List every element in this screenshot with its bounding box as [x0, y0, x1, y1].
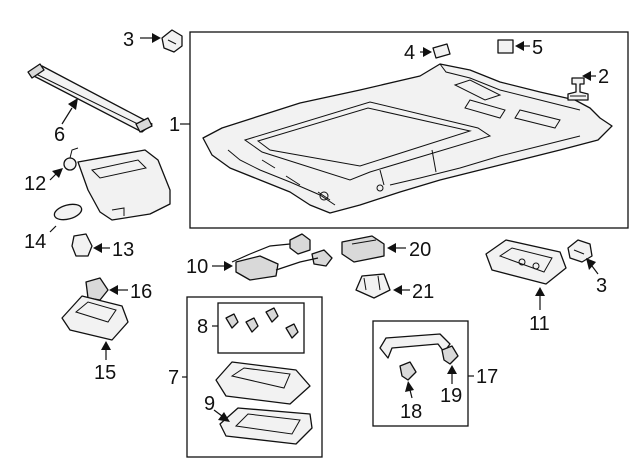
callout-15: 15: [94, 362, 116, 384]
assist-grip-group-frame: [372, 320, 469, 427]
grip-cap-18-part: [399, 361, 417, 381]
bracket-21-part: [355, 273, 391, 299]
map-lamp-11-part: [485, 239, 567, 285]
square-pad-part: [497, 39, 514, 54]
callout-9: 9: [204, 393, 215, 415]
callout-21: 21: [412, 281, 434, 303]
callout-4: 4: [404, 42, 415, 64]
holder-bar-part: [27, 63, 153, 133]
callout-7: 7: [168, 367, 179, 389]
headliner-part: [202, 63, 613, 214]
callout-10: 10: [186, 256, 208, 278]
callout-5: 5: [532, 37, 543, 59]
callout-17: 17: [476, 366, 498, 388]
socket-16-part: [85, 277, 109, 301]
callout-18: 18: [400, 401, 422, 423]
sun-visor-part: [63, 147, 171, 221]
callout-12: 12: [24, 173, 46, 195]
bulb-group-frame: [217, 302, 305, 354]
headliner-group-frame: [189, 31, 629, 229]
bracket-part-top: [161, 29, 183, 53]
bulbs-8-part: [225, 307, 299, 339]
dome-lamp-7-part: [215, 361, 311, 405]
callout-11: 11: [529, 313, 550, 335]
clip-part: [567, 77, 589, 101]
connector-20-part: [341, 235, 385, 263]
ring-part: [53, 203, 83, 221]
callout-leaders: [49, 33, 599, 422]
callout-16: 16: [130, 281, 152, 303]
assist-grip-17-part: [379, 333, 451, 359]
lens-9-part: [219, 407, 313, 445]
callout-6: 6: [54, 124, 65, 146]
bracket-part-right: [567, 239, 593, 263]
callout-labels: 1 2 3 4 5 6 7 8 9 10 11 12 13 14 15 16 1…: [24, 29, 609, 423]
callout-13: 13: [112, 239, 134, 261]
clip-13-part: [71, 233, 93, 257]
callout-8: 8: [197, 316, 208, 338]
callout-2: 2: [598, 66, 609, 88]
lamp-housing-15-part: [61, 295, 129, 341]
callout-19: 19: [440, 385, 462, 407]
pad-part: [432, 43, 451, 59]
callout-3-right: 3: [596, 275, 607, 297]
callout-20: 20: [409, 239, 431, 261]
wire-harness-part: [231, 233, 333, 281]
callout-1: 1: [169, 114, 180, 136]
callout-14: 14: [24, 231, 46, 253]
callout-3: 3: [123, 29, 134, 51]
grip-cap-19-part: [441, 345, 459, 365]
